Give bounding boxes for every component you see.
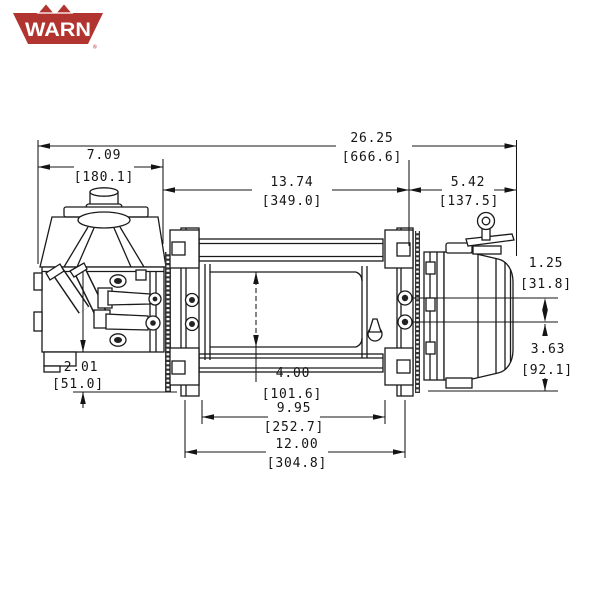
- dim-label-overall-in: 26.25: [350, 131, 393, 146]
- clutch-mount-ear: [445, 242, 473, 254]
- dim-drum-section-length: 13.74 [349.0]: [163, 160, 410, 246]
- arrow-right: [504, 143, 517, 149]
- a-frame-struts: [63, 226, 145, 268]
- clutch-lever: [465, 211, 515, 255]
- dim-label-bolt-in: 1.25: [529, 256, 564, 271]
- dim-label-clearance-mm: [51.0]: [52, 377, 104, 392]
- tie-bar-top: [198, 238, 384, 262]
- clutch-lever-base: [472, 245, 502, 255]
- right-drum-support: [384, 227, 414, 397]
- dim-label-mount-mm: [304.8]: [267, 456, 327, 471]
- logo-band: [13, 13, 103, 44]
- tie-bar-bottom: [198, 353, 384, 373]
- dim-mount-length: 12.00 [304.8]: [184, 400, 406, 471]
- clutch-foot: [445, 377, 473, 389]
- dim-label-bolt-mm: [31.8]: [520, 277, 572, 292]
- clutch-rib-section: [423, 251, 445, 381]
- dim-label-drum-section-mm: [349.0]: [262, 194, 322, 209]
- arrow-left: [38, 143, 50, 149]
- motor-foot-step: [43, 365, 61, 373]
- hose-end-cap-a: [45, 263, 65, 281]
- motor-block-detail: [135, 269, 147, 281]
- dim-label-clearance-in: 2.01: [64, 360, 99, 375]
- brand-text: WARN: [25, 20, 91, 41]
- hose-fitting-upper: [97, 287, 162, 309]
- left-drum-support: [169, 227, 200, 397]
- motor-boss-ring: [77, 211, 131, 229]
- dim-motor-length: 7.09 [180.1]: [38, 148, 164, 244]
- dim-bolt-spacing: 1.25 [31.8]: [412, 256, 572, 323]
- clutch-body-contours: [477, 254, 512, 378]
- dim-base-clearance: 2.01 [51.0]: [52, 272, 177, 408]
- rope-anchor-teardrop: [367, 318, 383, 342]
- motor-joint-strip: [165, 252, 171, 392]
- dim-label-mount-in: 12.00: [275, 437, 318, 452]
- hose-fitting-lower: [93, 309, 161, 331]
- clutch-joint-strip: [415, 231, 420, 393]
- clutch-assembly: [415, 211, 515, 393]
- dim-clutch-length: 5.42 [137.5]: [409, 175, 517, 209]
- warn-logo: WARN ®: [13, 2, 103, 51]
- drum-barrel: [210, 271, 363, 348]
- motor-tab-upper: [33, 272, 43, 291]
- dim-label-clutch-mm: [137.5]: [439, 194, 499, 209]
- dim-drum-diameter: 4.00 [101.6]: [253, 272, 322, 402]
- motor-bolt-upper: [109, 274, 127, 288]
- dim-label-motor-in: 7.09: [87, 148, 122, 163]
- dim-center-height: 3.63 [92.1]: [428, 324, 573, 392]
- dim-label-drum-dia-in: 4.00: [276, 366, 311, 381]
- logo-peak-right: [54, 2, 74, 14]
- motor-tab-lower: [33, 311, 43, 332]
- registered-mark: ®: [93, 44, 97, 51]
- dim-label-drum-section-in: 13.74: [270, 175, 313, 190]
- drum-assembly: [169, 227, 414, 397]
- dim-label-drum-len-in: 9.95: [277, 401, 312, 416]
- motor-bolt-lower: [109, 333, 127, 347]
- drum-flange-left: [204, 264, 211, 360]
- dim-label-height-in: 3.63: [531, 342, 566, 357]
- dim-label-height-mm: [92.1]: [521, 363, 573, 378]
- motor-assembly: [33, 187, 171, 392]
- dim-label-motor-mm: [180.1]: [74, 170, 134, 185]
- dim-label-overall-mm: [666.6]: [342, 150, 402, 165]
- dim-overall-length: 26.25 [666.6]: [37, 131, 518, 264]
- dim-label-drum-dia-mm: [101.6]: [262, 387, 322, 402]
- hose-end-cap-b: [69, 262, 88, 278]
- dim-label-drum-len-mm: [252.7]: [264, 420, 324, 435]
- drum-flange-right: [361, 266, 368, 358]
- dim-label-clutch-in: 5.42: [451, 175, 486, 190]
- logo-peak-left: [36, 2, 56, 14]
- dim-drum-length: 9.95 [252.7]: [201, 400, 386, 435]
